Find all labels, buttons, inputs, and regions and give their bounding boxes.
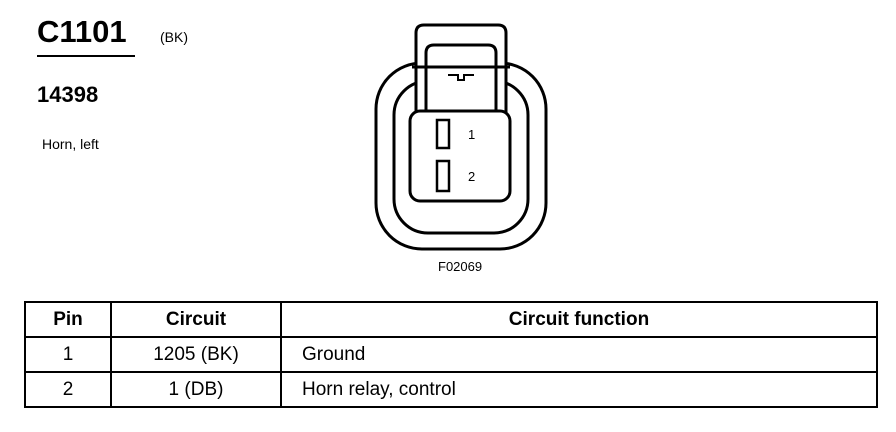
table-header-row: Pin Circuit Circuit function (24, 301, 878, 338)
latch-notch (448, 74, 474, 81)
locking-tab-outer (414, 23, 508, 113)
row-circuit: 1 (DB) (110, 371, 282, 408)
connector-face-diagram: 1 2 (374, 23, 548, 251)
table-row: 1 1205 (BK) Ground (24, 336, 878, 373)
connector-id: C1101 (37, 14, 127, 49)
row-pin: 2 (24, 371, 112, 408)
figure-id: F02069 (438, 259, 483, 274)
header-circuit-function: Circuit function (280, 301, 878, 338)
pin-face (408, 109, 512, 203)
part-number: 14398 (37, 82, 99, 107)
connector-color-code: (BK) (160, 29, 188, 45)
pin-2-terminal (435, 159, 451, 193)
header-pin: Pin (24, 301, 112, 338)
row-circuit: 1205 (BK) (110, 336, 282, 373)
row-function: Horn relay, control (280, 371, 878, 408)
row-pin: 1 (24, 336, 112, 373)
pin-table: Pin Circuit Circuit function 1 1205 (BK)… (24, 301, 878, 408)
pin-1-terminal (435, 118, 451, 150)
header-circuit: Circuit (110, 301, 282, 338)
table-row: 2 1 (DB) Horn relay, control (24, 371, 878, 408)
connector-description: Horn, left (42, 136, 99, 152)
locking-tab-inner (424, 43, 498, 113)
row-function: Ground (280, 336, 878, 373)
pin-2-label: 2 (468, 169, 475, 184)
connector-id-underline (37, 55, 135, 57)
pin-1-label: 1 (468, 127, 475, 142)
